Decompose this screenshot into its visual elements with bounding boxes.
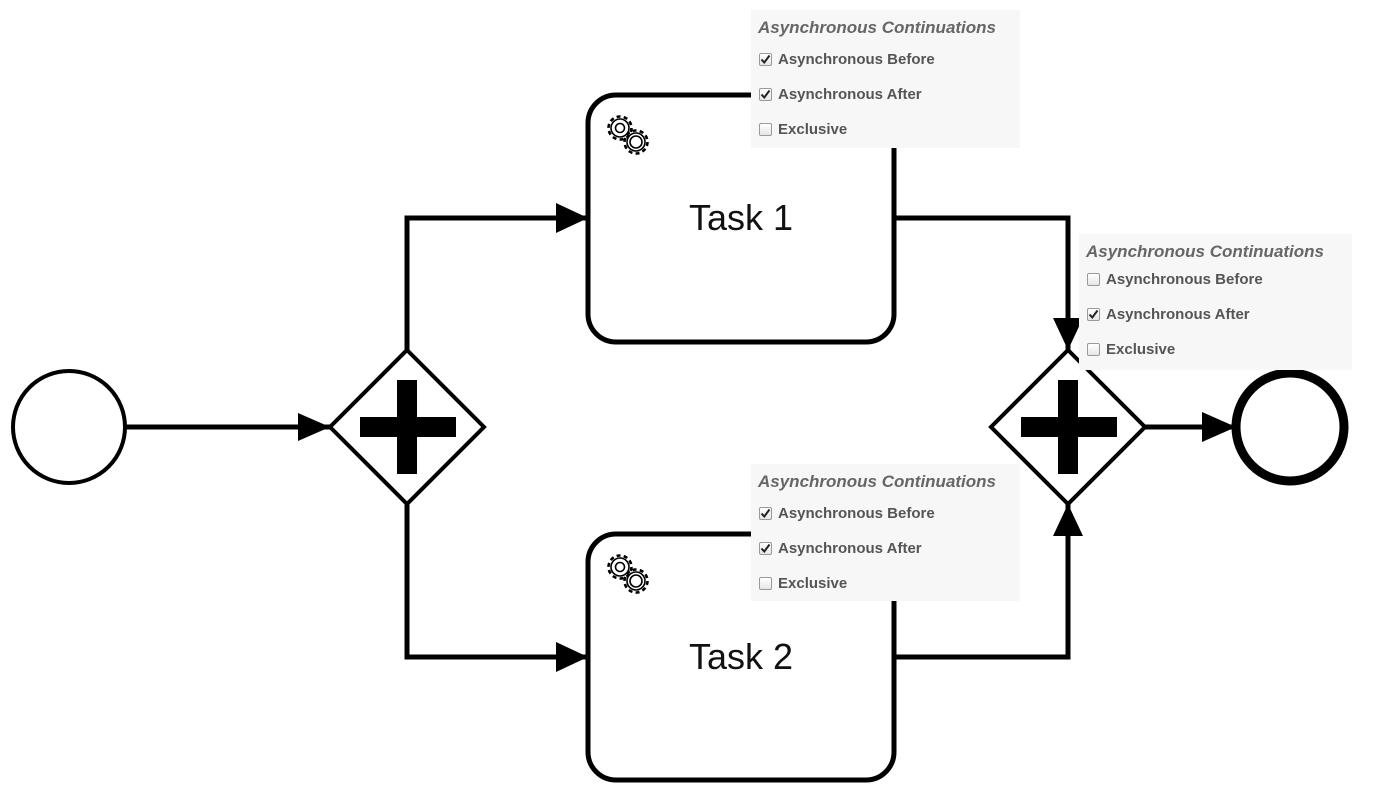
async-before-checkbox[interactable]: Asynchronous Before bbox=[758, 49, 935, 69]
checkbox-icon[interactable] bbox=[1087, 272, 1100, 286]
checkbox-icon[interactable] bbox=[759, 87, 772, 101]
flow-split-to-task2[interactable] bbox=[404, 504, 588, 660]
sequence-flows bbox=[125, 203, 1236, 672]
option-label: Exclusive bbox=[778, 574, 848, 592]
option-label: Asynchronous After bbox=[778, 539, 922, 557]
panel-title: Asynchronous Continuations bbox=[758, 18, 996, 37]
checkbox-icon[interactable] bbox=[759, 52, 772, 66]
async-after-checkbox[interactable]: Asynchronous After bbox=[758, 538, 922, 558]
exclusive-checkbox[interactable]: Exclusive bbox=[758, 119, 847, 139]
checkbox-icon[interactable] bbox=[759, 576, 772, 590]
start-event[interactable] bbox=[11, 369, 127, 485]
gear-icon bbox=[607, 115, 649, 155]
parallel-gateway-split[interactable] bbox=[327, 347, 487, 507]
flow-task2-to-join[interactable] bbox=[894, 504, 1071, 660]
async-continuations-panel-task2: Asynchronous Continuations Asynchronous … bbox=[751, 464, 1020, 601]
async-continuations-panel-task1: Asynchronous Continuations Asynchronous … bbox=[751, 10, 1020, 148]
exclusive-checkbox[interactable]: Exclusive bbox=[758, 573, 847, 593]
parallel-gateway-join[interactable] bbox=[988, 347, 1148, 507]
checkbox-icon[interactable] bbox=[759, 541, 772, 555]
exclusive-checkbox[interactable]: Exclusive bbox=[1086, 339, 1175, 359]
option-label: Asynchronous Before bbox=[778, 50, 935, 68]
checkbox-icon[interactable] bbox=[759, 506, 772, 520]
checkbox-icon[interactable] bbox=[1087, 342, 1100, 356]
async-continuations-panel-join: Asynchronous Continuations Asynchronous … bbox=[1079, 234, 1352, 370]
option-label: Asynchronous After bbox=[1106, 305, 1250, 323]
option-label: Asynchronous After bbox=[778, 85, 922, 103]
option-label: Asynchronous Before bbox=[778, 504, 935, 522]
flow-split-to-task1[interactable] bbox=[404, 215, 588, 350]
async-after-checkbox[interactable]: Asynchronous After bbox=[758, 84, 922, 104]
plus-icon bbox=[1021, 380, 1117, 474]
checkbox-icon[interactable] bbox=[1087, 307, 1100, 321]
gear-icon bbox=[607, 554, 649, 594]
task-label: Task 1 bbox=[689, 197, 793, 238]
async-before-checkbox[interactable]: Asynchronous Before bbox=[1086, 269, 1263, 289]
task-label: Task 2 bbox=[689, 636, 793, 677]
async-after-checkbox[interactable]: Asynchronous After bbox=[1086, 304, 1250, 324]
end-event[interactable] bbox=[1231, 368, 1349, 486]
option-label: Asynchronous Before bbox=[1106, 270, 1263, 288]
service-task-1[interactable]: Task 1 bbox=[585, 92, 897, 345]
flow-task1-to-join[interactable] bbox=[894, 215, 1071, 350]
option-label: Exclusive bbox=[778, 120, 848, 138]
option-label: Exclusive bbox=[1106, 340, 1176, 358]
checkbox-icon[interactable] bbox=[759, 122, 772, 136]
plus-icon bbox=[360, 380, 456, 474]
panel-title: Asynchronous Continuations bbox=[1086, 242, 1324, 261]
panel-title: Asynchronous Continuations bbox=[758, 472, 996, 491]
async-before-checkbox[interactable]: Asynchronous Before bbox=[758, 503, 935, 523]
